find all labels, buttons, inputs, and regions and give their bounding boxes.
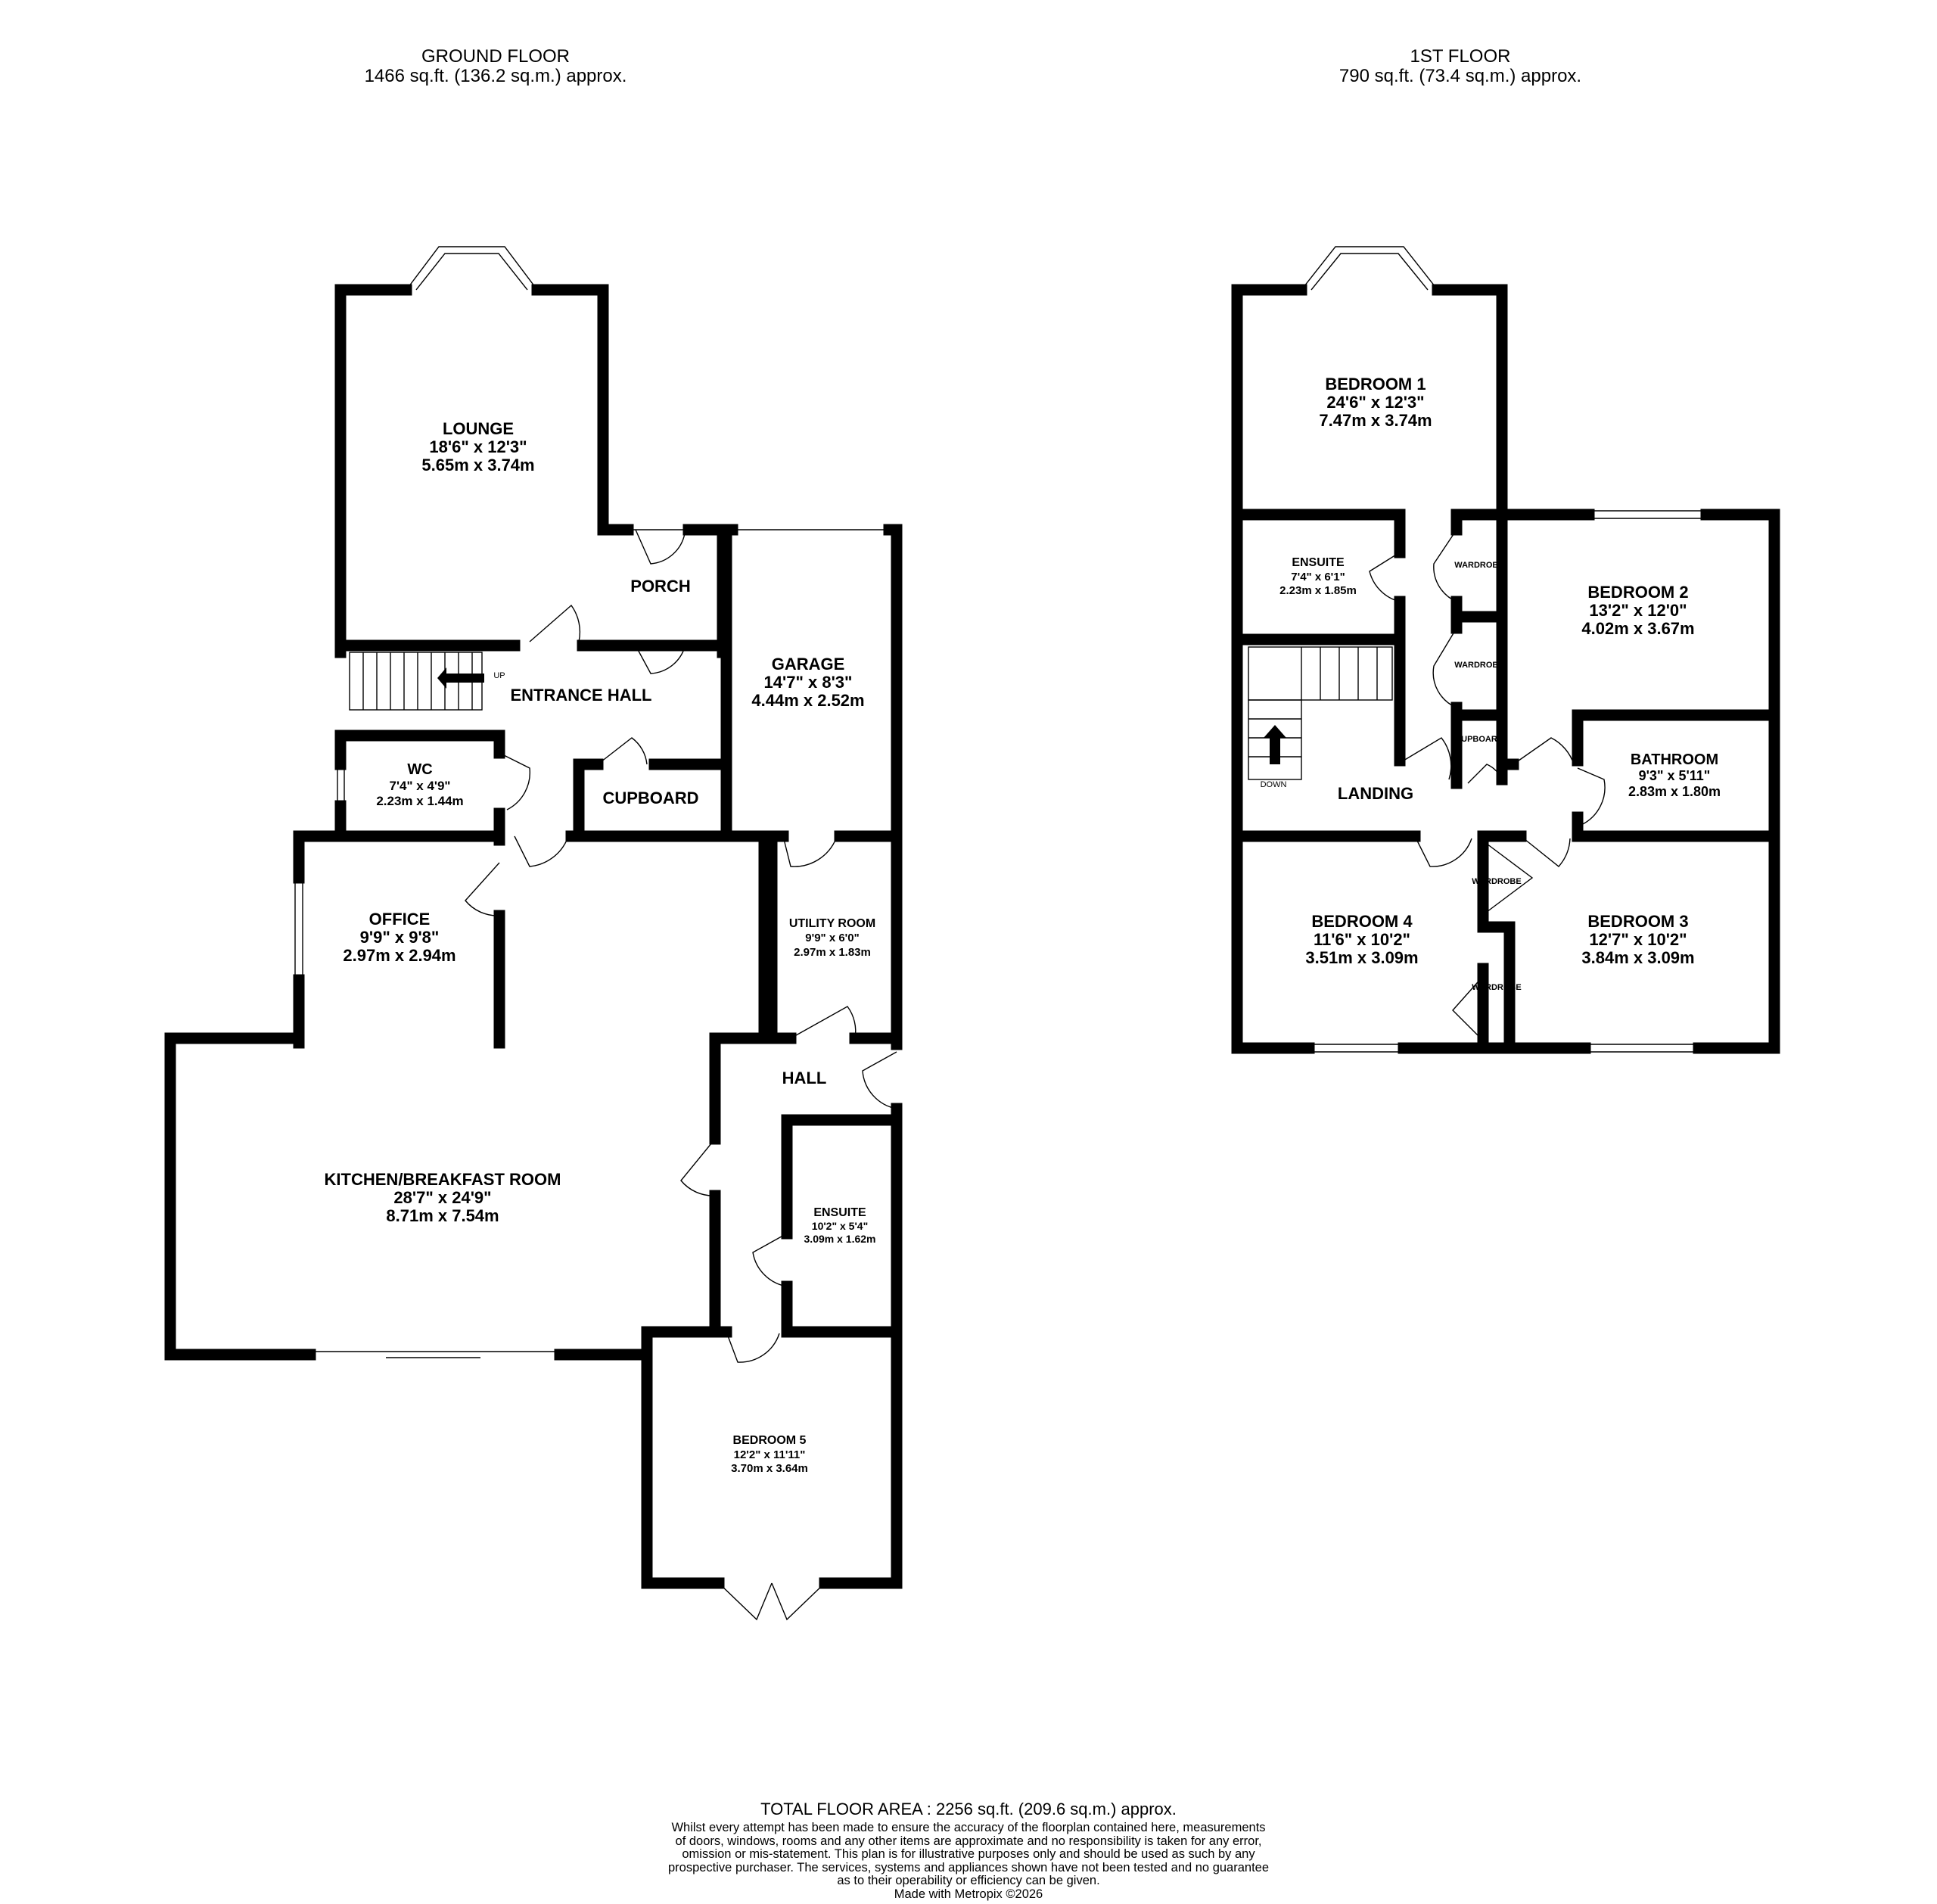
ground-floor-title: GROUND FLOOR — [421, 46, 570, 67]
lounge-bay-window — [406, 246, 538, 291]
hall-name: HALL — [782, 1069, 827, 1087]
garage-imperial: 14'7" x 8'3" — [764, 673, 853, 692]
ensuite-walls — [1231, 509, 1406, 767]
landing-and-bedroom-walls — [1231, 776, 1780, 1054]
stairs-up — [349, 652, 484, 711]
hall-ensuite-walls — [709, 1103, 903, 1338]
bedroom2-name: BEDROOM 2 — [1587, 583, 1688, 602]
bathroom-imperial: 9'3" x 5'11" — [1639, 768, 1711, 783]
kitchen-name: KITCHEN/BREAKFAST ROOM — [325, 1170, 561, 1189]
bathroom-walls — [1572, 709, 1780, 842]
bedroom3-metric: 3.84m x 3.09m — [1581, 948, 1694, 967]
porch-name: PORCH — [630, 577, 690, 596]
bedroom2-imperial: 13'2" x 12'0" — [1589, 601, 1687, 620]
garage-metric: 4.44m x 2.52m — [751, 691, 864, 710]
disclaimer-line: Whilst every attempt has been made to en… — [671, 1821, 1266, 1834]
cupboard-name: CUPBOARD — [602, 789, 698, 807]
stairs-down — [1248, 646, 1393, 780]
ensuite-first-imperial: 7'4" x 6'1" — [1291, 571, 1345, 583]
lounge-metric: 5.65m x 3.74m — [421, 456, 534, 474]
first-floor-title: 1ST FLOOR — [1410, 46, 1511, 67]
wardrobe-label-3: WARDROBE — [1472, 877, 1521, 886]
bedroom1-imperial: 24'6" x 12'3" — [1326, 393, 1424, 412]
kitchen-imperial: 28'7" x 24'9" — [393, 1188, 491, 1207]
ensuite-first-name: ENSUITE — [1292, 556, 1345, 569]
wc-name: WC — [407, 761, 432, 778]
first-floor-doors — [1369, 529, 1606, 1041]
ground-floor-doors — [465, 529, 897, 1621]
lounge-name: LOUNGE — [443, 419, 514, 438]
bedroom5-metric: 3.70m x 3.64m — [731, 1462, 808, 1475]
stairs-down-label: DOWN — [1261, 780, 1287, 789]
disclaimer: Whilst every attempt has been made to en… — [590, 1821, 1347, 1901]
cupboard-first-label: UPBOAR — [1461, 735, 1497, 744]
wardrobe-label-2: WARDROBE — [1454, 661, 1503, 670]
ground-floor-heading: GROUND FLOOR 1466 sq.ft. (136.2 sq.m.) a… — [314, 47, 677, 86]
utility-imperial: 9'9" x 6'0" — [805, 932, 859, 944]
ground-floor-area: 1466 sq.ft. (136.2 sq.m.) approx. — [364, 66, 627, 86]
bedroom5-walls — [641, 1326, 903, 1589]
bedroom1-metric: 7.47m x 3.74m — [1319, 411, 1432, 430]
wardrobe-label-1: WARDROBE — [1454, 561, 1503, 570]
bedroom4-name: BEDROOM 4 — [1311, 912, 1413, 931]
disclaimer-line: of doors, windows, rooms and any other i… — [675, 1834, 1262, 1848]
bedroom3-name: BEDROOM 3 — [1587, 912, 1688, 931]
ensuite-first-metric: 2.23m x 1.85m — [1279, 584, 1357, 597]
lounge-walls — [334, 284, 725, 658]
lounge-imperial: 18'6" x 12'3" — [429, 437, 527, 456]
utility-walls — [766, 830, 903, 1044]
bathroom-metric: 2.83m x 1.80m — [1628, 784, 1721, 799]
bedroom2-walls — [1496, 509, 1780, 842]
first-floor-labels: BEDROOM 1 24'6" x 12'3" 7.47m x 3.74m EN… — [1261, 375, 1721, 992]
garage-name: GARAGE — [772, 655, 845, 674]
ensuite-ground-name: ENSUITE — [813, 1206, 866, 1219]
total-floor-area: TOTAL FLOOR AREA : 2256 sq.ft. (209.6 sq… — [760, 1800, 1177, 1818]
first-floor-heading: 1ST FLOOR 790 sq.ft. (73.4 sq.m.) approx… — [1279, 47, 1642, 86]
cupboard-walls — [573, 758, 729, 842]
office-imperial: 9'9" x 9'8" — [360, 928, 440, 947]
kitchen-walls — [164, 830, 770, 1361]
bedroom4-imperial: 11'6" x 10'2" — [1314, 930, 1410, 949]
ground-floor-plan — [164, 246, 903, 1621]
wc-metric: 2.23m x 1.44m — [376, 794, 463, 808]
disclaimer-line: as to their operability or efficiency ca… — [837, 1874, 1100, 1887]
wardrobe-label-4: WARDROBE — [1472, 983, 1521, 992]
ensuite-ground-metric: 3.09m x 1.62m — [804, 1233, 876, 1245]
wc-imperial: 7'4" x 4'9" — [390, 779, 451, 793]
office-name: OFFICE — [369, 910, 431, 929]
kitchen-metric: 8.71m x 7.54m — [386, 1206, 499, 1225]
garage-walls — [720, 524, 903, 1050]
bedroom4-metric: 3.51m x 3.09m — [1305, 948, 1418, 967]
wardrobe-walls — [1450, 509, 1508, 789]
bedroom2-metric: 4.02m x 3.67m — [1581, 619, 1694, 638]
bedroom1-name: BEDROOM 1 — [1325, 375, 1426, 394]
bedroom3-imperial: 12'7" x 10'2" — [1589, 930, 1687, 949]
disclaimer-line: omission or mis-statement. This plan is … — [682, 1847, 1255, 1861]
ensuite-ground-imperial: 10'2" x 5'4" — [812, 1220, 868, 1232]
bedroom1-walls — [1231, 246, 1508, 1054]
entrance-hall-name: ENTRANCE HALL — [511, 686, 652, 705]
bathroom-name: BATHROOM — [1631, 751, 1718, 768]
bedroom5-name: BEDROOM 5 — [733, 1434, 807, 1447]
disclaimer-line: prospective purchaser. The services, sys… — [667, 1860, 1270, 1874]
utility-metric: 2.97m x 1.83m — [794, 946, 871, 959]
first-floor-plan — [1231, 246, 1780, 1054]
office-walls — [293, 830, 505, 1049]
stairs-up-label: UP — [493, 671, 505, 680]
office-metric: 2.97m x 2.94m — [343, 946, 455, 965]
landing-name: LANDING — [1338, 784, 1413, 803]
ground-floor-labels: LOUNGE 18'6" x 12'3" 5.65m x 3.74m PORCH… — [325, 419, 876, 1475]
utility-name: UTILITY ROOM — [789, 917, 875, 930]
made-with-credit: Made with Metropix ©2026 — [894, 1887, 1043, 1901]
first-floor-area: 790 sq.ft. (73.4 sq.m.) approx. — [1338, 66, 1582, 86]
bedroom5-imperial: 12'2" x 11'11" — [734, 1448, 806, 1461]
